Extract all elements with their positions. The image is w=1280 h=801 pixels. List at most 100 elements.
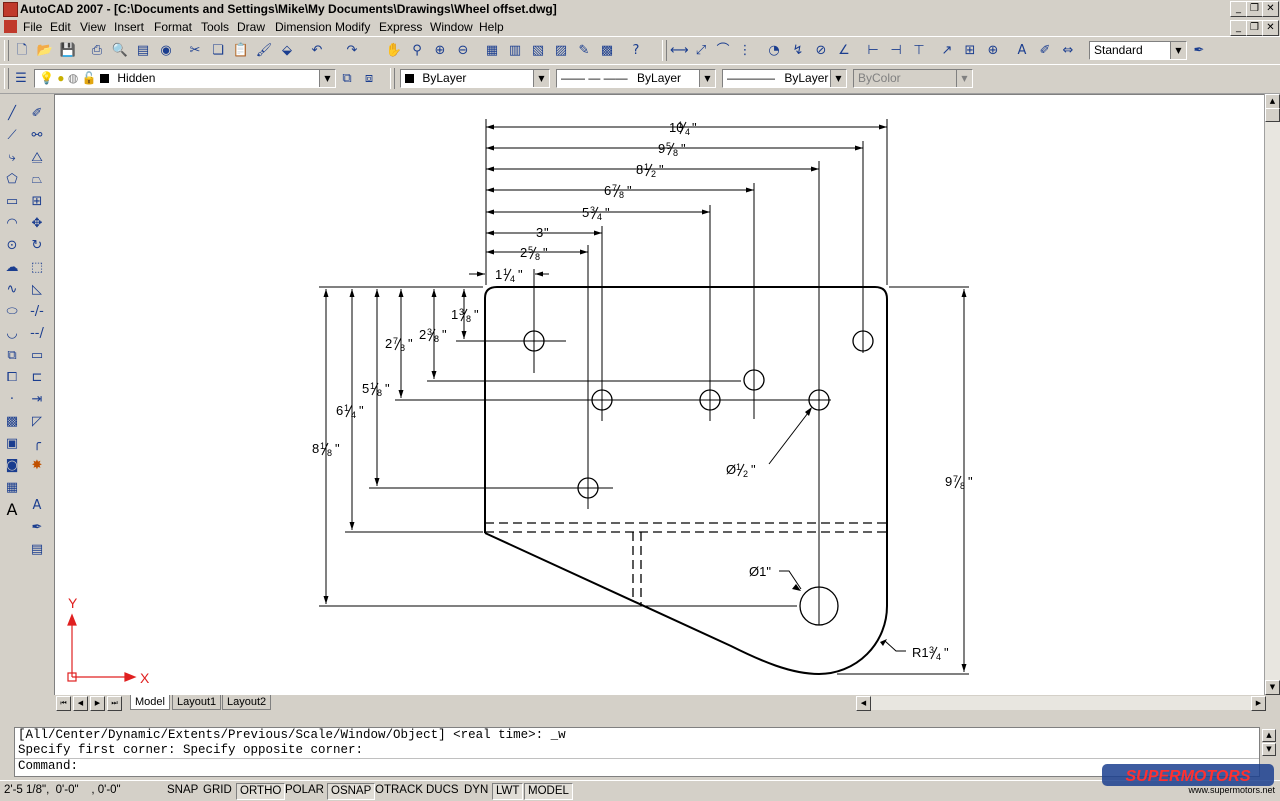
autocad-app-icon[interactable]	[3, 2, 18, 17]
cut-icon[interactable]: ✂	[189, 43, 201, 58]
erase-icon[interactable]: ✐	[31, 106, 43, 121]
toolbar-grip[interactable]	[4, 68, 9, 89]
tolerance-icon[interactable]: ⊞	[964, 43, 976, 58]
pan-realtime-icon[interactable]: ✋	[385, 43, 403, 58]
ordinate-dimension-icon[interactable]: ⋮	[738, 43, 752, 58]
help-icon[interactable]: ?	[632, 43, 640, 58]
paste-icon[interactable]: 📋	[232, 43, 250, 58]
snap-toggle[interactable]: SNAP	[167, 784, 199, 796]
radius-dimension-icon[interactable]: ◔	[768, 43, 780, 58]
fillet-icon[interactable]: ╭	[33, 436, 41, 451]
chevron-down-icon[interactable]: ▼	[699, 70, 715, 87]
new-file-icon[interactable]: 🗋	[16, 43, 28, 58]
jogged-dimension-icon[interactable]: ↯	[792, 43, 804, 58]
markup-icon[interactable]: ✎	[578, 43, 590, 58]
text-style-icon[interactable]: A	[32, 498, 42, 513]
minimize-button[interactable]: _	[1230, 1, 1247, 17]
lineweight-dropdown[interactable]: ———— ByLayer ▼	[722, 69, 847, 88]
region-icon[interactable]: ◙	[5, 458, 19, 473]
offset-icon[interactable]: ⏢	[31, 172, 43, 187]
linetype-dropdown[interactable]: —— — —— ByLayer ▼	[556, 69, 716, 88]
explode-icon[interactable]: ✸	[31, 458, 43, 473]
color-dropdown[interactable]: ByLayer ▼	[400, 69, 550, 88]
design-center-icon[interactable]: ▥	[508, 43, 522, 58]
otrack-toggle[interactable]: OTRACK	[375, 784, 423, 796]
menu-edit[interactable]: Edit	[50, 20, 71, 34]
angular-dimension-icon[interactable]: ∠	[838, 43, 850, 58]
stretch-icon[interactable]: ◺	[32, 282, 42, 297]
zoom-window-icon[interactable]: ⊕	[434, 43, 446, 58]
toolbar-grip[interactable]	[390, 68, 395, 89]
edit-text-icon[interactable]: ▤	[30, 542, 44, 557]
join-icon[interactable]: ⇥	[31, 392, 43, 407]
menu-view[interactable]: View	[80, 20, 106, 34]
undo-icon[interactable]: ↶	[311, 43, 323, 58]
chevron-down-icon[interactable]: ▼	[319, 70, 335, 87]
scale-icon[interactable]: ⬚	[30, 260, 44, 275]
horizontal-scrollbar[interactable]: ◀ ▶	[856, 696, 1266, 711]
point-icon[interactable]: ·	[9, 392, 15, 407]
continue-dimension-icon[interactable]: ⊤	[913, 43, 925, 58]
polyline-icon[interactable]: ⤷	[8, 150, 16, 165]
zoom-previous-icon[interactable]: ⊖	[457, 43, 469, 58]
vertical-scrollbar[interactable]: ▲ ▼	[1264, 94, 1280, 695]
dimension-text-edit-icon[interactable]: ✐	[1039, 43, 1051, 58]
open-file-icon[interactable]: 📂	[36, 43, 54, 58]
multiline-text-icon[interactable]: A	[6, 500, 18, 519]
menu-modify[interactable]: Modify	[335, 20, 371, 34]
arc-icon[interactable]: ◠	[6, 216, 18, 231]
spline-icon[interactable]: ∿	[6, 282, 18, 297]
polygon-icon[interactable]: ⬠	[6, 172, 18, 187]
ducs-toggle[interactable]: DUCS	[426, 784, 459, 796]
chevron-down-icon[interactable]: ▼	[830, 70, 846, 87]
table-icon[interactable]: ▦	[5, 480, 19, 495]
layer-dropdown[interactable]: 💡 ● ◍ 🔓 Hidden ▼	[34, 69, 336, 88]
document-icon[interactable]	[4, 20, 17, 33]
close-button[interactable]: ✕	[1262, 1, 1279, 17]
gradient-icon[interactable]: ▣	[5, 436, 19, 451]
tab-model[interactable]: Model	[130, 695, 170, 710]
break-at-point-icon[interactable]: ▭	[30, 348, 44, 363]
scroll-down-icon[interactable]: ▼	[1265, 680, 1280, 695]
ellipse-icon[interactable]: ⬭	[6, 304, 18, 319]
chamfer-icon[interactable]: ◸	[32, 414, 42, 429]
cmd-scroll-up-icon[interactable]: ▲	[1262, 729, 1276, 742]
aligned-dimension-icon[interactable]: ⤢	[695, 43, 707, 58]
rotate-icon[interactable]: ↻	[31, 238, 43, 253]
linear-dimension-icon[interactable]: ⟷	[670, 43, 689, 58]
construction-line-icon[interactable]: ⟋	[7, 128, 17, 143]
layer-manager-icon[interactable]: ☰	[15, 71, 27, 86]
polar-toggle[interactable]: POLAR	[285, 784, 324, 796]
line-icon[interactable]: ╱	[8, 106, 16, 121]
copy-object-icon[interactable]: ⚯	[31, 128, 43, 143]
menu-insert[interactable]: Insert	[114, 20, 145, 34]
3d-dwf-icon[interactable]: ◉	[160, 43, 172, 58]
tab-layout1[interactable]: Layout1	[172, 695, 222, 710]
menu-dimension[interactable]: Dimension	[275, 20, 332, 34]
menu-express[interactable]: Express	[379, 20, 423, 34]
dimension-style-manager-icon[interactable]: ✒	[31, 520, 43, 535]
make-layer-current-icon[interactable]: ⧉	[342, 71, 352, 86]
copy-icon[interactable]: ❏	[212, 43, 224, 58]
prev-tab-icon[interactable]: ◀	[73, 696, 88, 711]
menu-file[interactable]: File	[23, 20, 43, 34]
last-tab-icon[interactable]: ⏭	[107, 696, 122, 711]
dimension-update-icon[interactable]: ⇔	[1062, 43, 1074, 58]
quick-dimension-icon[interactable]: ⊢	[867, 43, 879, 58]
command-prompt[interactable]: Command:	[15, 758, 1259, 774]
layer-previous-icon[interactable]: ⧈	[364, 71, 374, 86]
doc-restore-button[interactable]: ❐	[1246, 20, 1263, 36]
dyn-toggle[interactable]: DYN	[464, 784, 489, 796]
extend-icon[interactable]: --/	[30, 326, 44, 341]
match-properties-icon[interactable]: 🖌	[255, 43, 273, 58]
lwt-toggle[interactable]: LWT	[492, 783, 524, 800]
zoom-realtime-icon[interactable]: ⚲	[412, 43, 422, 58]
redo-icon[interactable]: ↷	[346, 43, 358, 58]
scroll-right-icon[interactable]: ▶	[1251, 696, 1266, 711]
coordinate-readout[interactable]: 2'-5 1/8", 0'-0" , 0'-0"	[4, 784, 121, 796]
mirror-icon[interactable]: ⧋	[31, 150, 43, 165]
menu-window[interactable]: Window	[430, 20, 473, 34]
restore-button[interactable]: ❐	[1246, 1, 1263, 17]
chevron-down-icon[interactable]: ▼	[533, 70, 549, 87]
